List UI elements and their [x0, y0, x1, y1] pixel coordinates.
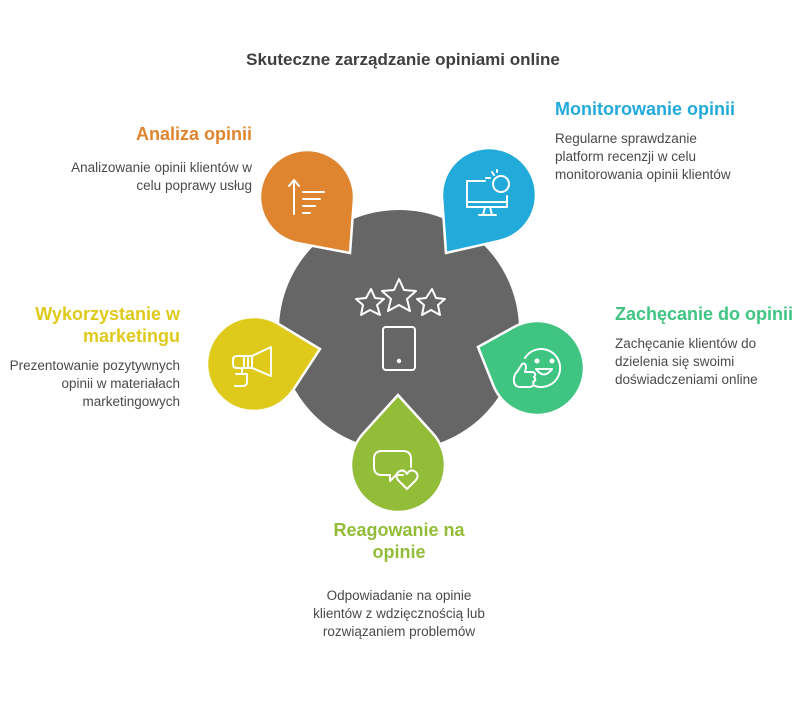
sort-ascending-icon — [288, 179, 325, 215]
item-heading: Wykorzystanie w marketingu — [35, 304, 180, 346]
monitor-search-icon — [466, 169, 510, 216]
item-heading: Zachęcanie do opinii — [615, 304, 794, 324]
drop-marketing — [205, 315, 322, 413]
drop-shape — [205, 315, 322, 413]
item-heading: Reagowanie na opinie — [333, 520, 465, 562]
center-hub — [279, 210, 519, 450]
tablet-button-icon — [396, 358, 402, 364]
drop-analiza — [258, 148, 356, 255]
megaphone-icon — [232, 346, 272, 387]
item-zachecanie: Zachęcanie do opinii Zachęcanie klientów… — [615, 303, 795, 389]
diagram-title: Skuteczne zarządzanie opiniami online — [246, 50, 560, 69]
drop-shape — [476, 319, 586, 417]
item-description: Analizowanie opinii klientów w celu popr… — [71, 160, 252, 193]
item-description: Zachęcanie klientów do dzielenia się swo… — [615, 336, 758, 387]
item-description: Regularne sprawdzanie platform recenzji … — [555, 131, 731, 182]
stars-rating-tablet-icon — [355, 278, 446, 371]
item-heading: Monitorowanie opinii — [555, 99, 735, 119]
chat-heart-icon — [373, 450, 419, 490]
item-marketing: Wykorzystanie w marketingu Prezentowanie… — [8, 303, 180, 411]
item-heading: Analiza opinii — [135, 124, 252, 144]
item-monitorowanie: Monitorowanie opinii Regularne sprawdzan… — [555, 98, 735, 184]
drop-shape — [349, 393, 447, 514]
smiley-thumbs-up-icon — [512, 348, 562, 389]
drop-shape — [258, 148, 356, 255]
drop-shape — [440, 146, 538, 255]
item-reagowanie: Reagowanie na opinie Odpowiadanie na opi… — [306, 519, 492, 641]
item-description: Prezentowanie pozytywnych opinii w mater… — [9, 358, 180, 409]
drop-monitorowanie — [440, 146, 538, 255]
drop-zachecanie — [476, 319, 586, 417]
item-analiza: Analiza opinii Analizowanie opinii klien… — [60, 123, 252, 195]
drop-reagowanie — [349, 393, 447, 514]
item-description: Odpowiadanie na opinie klientów z wdzięc… — [313, 588, 485, 639]
